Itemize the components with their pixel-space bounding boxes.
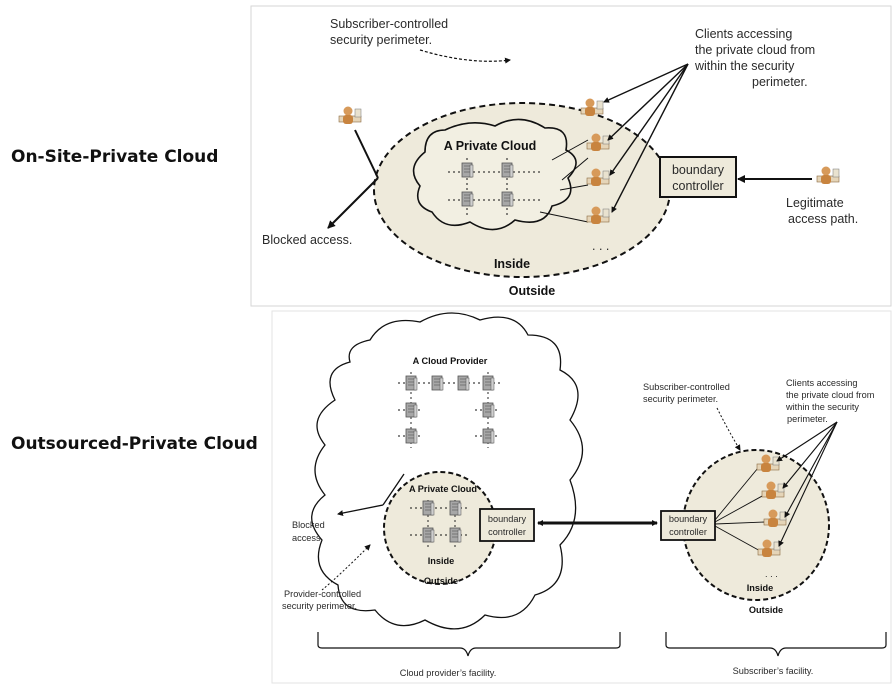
provider-boundary-controller bbox=[479, 508, 535, 542]
outside-right-label: Outside bbox=[749, 605, 783, 615]
provider-title: A Cloud Provider bbox=[413, 356, 488, 366]
onsite-section-label: On-Site-Private Cloud bbox=[11, 147, 219, 167]
provider-perimeter-label-1: Provider-controlled bbox=[284, 589, 361, 599]
onsite-boundary-label-2: controller bbox=[672, 179, 723, 193]
subscriber-boundary-controller bbox=[660, 510, 716, 541]
onsite-clients-ellipsis: . . . bbox=[592, 239, 609, 253]
inside-left-label: Inside bbox=[428, 556, 455, 566]
outsourced-diagram: A Cloud Provider A Private Cloud bbox=[271, 310, 892, 684]
server-icon bbox=[457, 375, 470, 391]
onsite-perimeter-label-2: security perimeter. bbox=[330, 33, 432, 47]
server-icon bbox=[501, 162, 514, 178]
provider-facility-label: Cloud provider’s facility. bbox=[400, 668, 497, 678]
subscriber-facility-label: Subscriber’s facility. bbox=[733, 666, 814, 676]
subscriber-clients-label-1: Clients accessing bbox=[786, 378, 858, 388]
subscriber-perimeter-label-2: security perimeter. bbox=[643, 394, 718, 404]
blocked-label-1: Blocked bbox=[292, 520, 325, 530]
server-icon bbox=[405, 402, 418, 418]
onsite-outside-label: Outside bbox=[509, 284, 556, 298]
blocked-label-2: access. bbox=[292, 533, 323, 543]
server-icon bbox=[482, 375, 495, 391]
server-icon bbox=[405, 375, 418, 391]
server-icon bbox=[405, 428, 418, 444]
onsite-clients-label-3: within the security bbox=[694, 59, 795, 73]
subscriber-clients-label-3: within the security bbox=[785, 402, 859, 412]
server-icon bbox=[501, 191, 514, 207]
server-icon bbox=[482, 428, 495, 444]
provider-facility-bracket bbox=[317, 632, 621, 657]
server-icon bbox=[461, 162, 474, 178]
provider-boundary-label-2: controller bbox=[488, 527, 526, 537]
subscriber-boundary-label-2: controller bbox=[669, 527, 707, 537]
outsourced-section-label: Outsourced-Private Cloud bbox=[11, 434, 258, 454]
onsite-clients-label-4: perimeter. bbox=[752, 75, 808, 89]
onsite-boundary-label-1: boundary bbox=[672, 163, 725, 177]
onsite-private-cloud-shape bbox=[412, 118, 577, 231]
server-icon bbox=[422, 500, 435, 516]
onsite-inside-label: Inside bbox=[494, 257, 530, 271]
subscriber-perimeter-label-1: Subscriber-controlled bbox=[643, 382, 730, 392]
legit-label-2: access path. bbox=[788, 212, 858, 226]
onsite-cloud-title: A Private Cloud bbox=[444, 139, 537, 153]
inside-right-label: Inside bbox=[747, 583, 774, 593]
server-icon bbox=[449, 500, 462, 516]
subscriber-boundary-label-1: boundary bbox=[669, 514, 708, 524]
provider-perimeter-label-2: security perimeter. bbox=[282, 601, 357, 611]
subscriber-facility-bracket bbox=[665, 632, 887, 657]
private-cloud-title: A Private Cloud bbox=[409, 484, 477, 494]
server-icon bbox=[431, 375, 444, 391]
onsite-blocked-label: Blocked access. bbox=[262, 233, 352, 247]
subscriber-clients-label-4: perimeter. bbox=[787, 414, 828, 424]
server-icon bbox=[482, 402, 495, 418]
legit-label-1: Legitimate bbox=[786, 196, 844, 210]
onsite-diagram: A Private Cloud . . . boundary controlle… bbox=[250, 5, 892, 307]
provider-boundary-label-1: boundary bbox=[488, 514, 527, 524]
subscriber-clients-ellipsis: . . . bbox=[765, 569, 778, 579]
server-icon bbox=[461, 191, 474, 207]
onsite-clients-label-2: the private cloud from bbox=[695, 43, 815, 57]
subscriber-clients-label-2: the private cloud from bbox=[786, 390, 875, 400]
onsite-perimeter-label-1: Subscriber-controlled bbox=[330, 17, 448, 31]
outside-left-label: Outside bbox=[424, 576, 458, 586]
server-icon bbox=[422, 527, 435, 543]
onsite-clients-label-1: Clients accessing bbox=[695, 27, 792, 41]
cloud-provider-shape bbox=[311, 312, 583, 630]
server-icon bbox=[449, 527, 462, 543]
onsite-boundary-controller bbox=[659, 156, 737, 198]
